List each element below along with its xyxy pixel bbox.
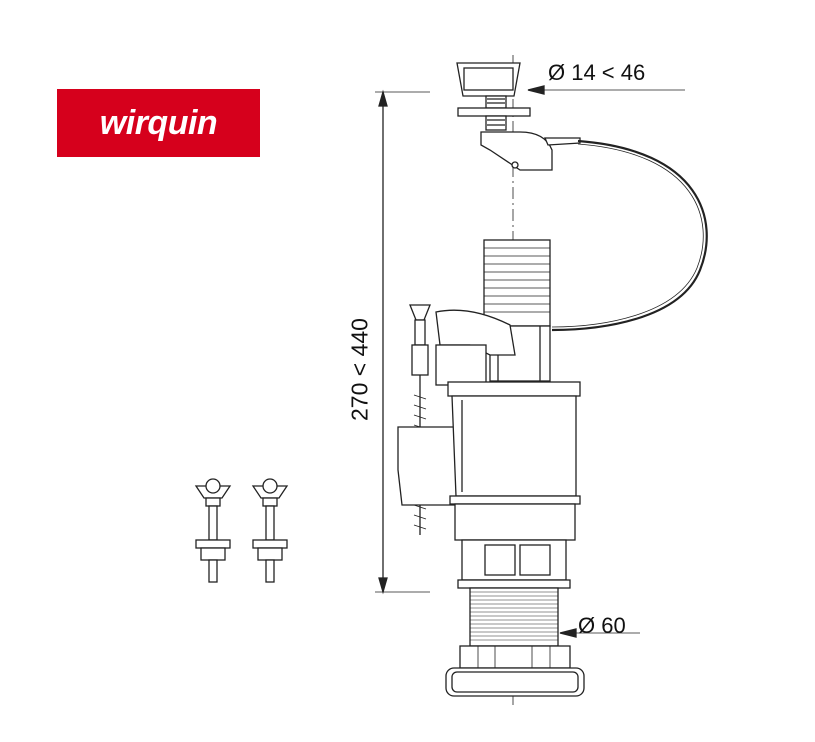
control-cable — [551, 139, 708, 332]
button-diameter-leader — [527, 85, 685, 95]
base-diameter-leader — [559, 628, 640, 638]
valve-body — [445, 381, 585, 697]
wirquin-logo: wirquin — [57, 89, 260, 157]
push-button — [456, 62, 581, 171]
height-range-label: 270 < 440 — [346, 318, 373, 421]
button-diameter-label: Ø 14 < 46 — [548, 60, 646, 85]
fixing-screw-right — [251, 478, 289, 583]
base-diameter-label: Ø 60 — [578, 613, 626, 638]
control-cable-inner — [551, 143, 704, 328]
height-dimension-line — [375, 89, 430, 595]
logo-text: wirquin — [99, 103, 218, 142]
fixing-screw-left — [194, 478, 232, 583]
float-column — [483, 239, 551, 382]
